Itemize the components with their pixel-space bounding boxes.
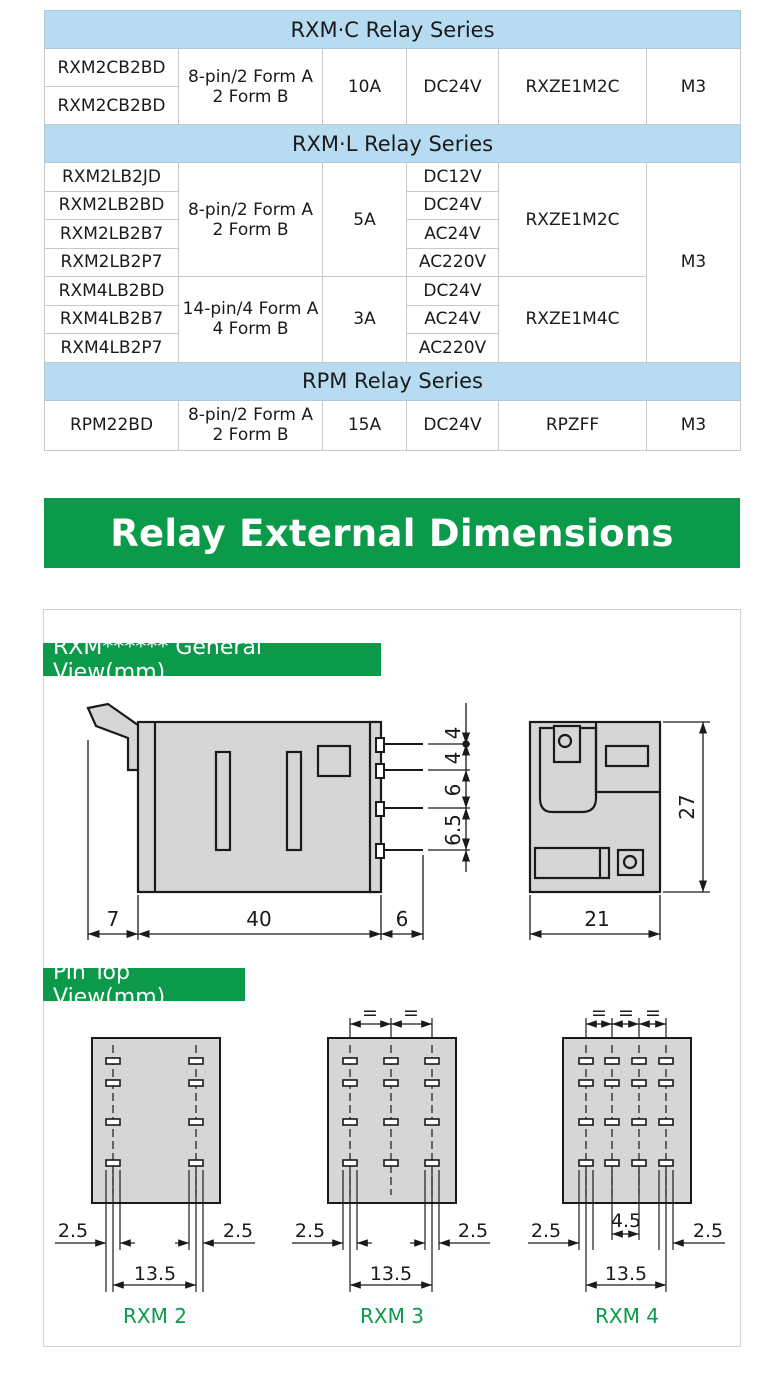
table-row: RPM22BD 8-pin/2 Form A 2 Form B 15A DC24… bbox=[44, 399, 742, 451]
equal-mark: = bbox=[362, 1002, 378, 1024]
relay-spec-table: RXM·C Relay Series RXM2CB2BD 8-pin/2 For… bbox=[43, 10, 742, 451]
table-row: RXM2LB2P7 AC220V bbox=[44, 247, 741, 277]
voltage-cell: DC24V bbox=[406, 276, 499, 306]
relay-front-view bbox=[528, 720, 662, 894]
banner-title: Relay External Dimensions bbox=[110, 511, 674, 555]
relay-side-view bbox=[86, 702, 423, 894]
model-cell: RXM4LB2BD bbox=[44, 276, 179, 306]
pin-config-cell: 8-pin/2 Form A 2 Form B bbox=[178, 162, 323, 277]
pitch-label: 4 bbox=[441, 752, 465, 765]
pitch-label: 6.5 bbox=[441, 814, 465, 846]
left-offset-label: 2.5 bbox=[58, 1220, 88, 1242]
pin-length-label: 6 bbox=[396, 907, 409, 931]
left-offset-label: 2.5 bbox=[531, 1220, 561, 1242]
voltage-cell: AC220V bbox=[406, 333, 499, 363]
voltage-cell: AC24V bbox=[406, 304, 499, 334]
inner-pitch-label: 4.5 bbox=[611, 1210, 641, 1232]
socket-cell: RXZE1M4C bbox=[498, 276, 647, 363]
body-dim-label: 40 bbox=[246, 907, 271, 931]
table-row: RXM2CB2BD 8-pin/2 Form A 2 Form B 10A DC… bbox=[44, 48, 742, 125]
lever-dim-label: 7 bbox=[107, 907, 120, 931]
model-cell: RXM4LB2B7 bbox=[44, 304, 179, 334]
current-cell: 15A bbox=[322, 399, 407, 451]
span-label: 13.5 bbox=[134, 1263, 176, 1285]
model-cell: RXM2CB2BD bbox=[44, 86, 179, 125]
right-offset-label: 2.5 bbox=[458, 1220, 488, 1242]
left-offset-label: 2.5 bbox=[295, 1220, 325, 1242]
pitch-label: 4 bbox=[441, 727, 465, 740]
height-dim-label: 27 bbox=[675, 794, 699, 819]
pin-config-cell: 8-pin/2 Form A 2 Form B bbox=[178, 399, 323, 451]
section-banner: Relay External Dimensions bbox=[44, 498, 740, 568]
right-offset-label: 2.5 bbox=[223, 1220, 253, 1242]
model-cell: RPM22BD bbox=[44, 399, 179, 451]
pin-pitch-dimension bbox=[428, 703, 471, 872]
socket-cell: RPZFF bbox=[498, 399, 647, 451]
pin-view-rxm4: = = = 2.5 4.5 2.5 13.5 RXM 4 bbox=[528, 1002, 725, 1328]
general-view-tag: RXM****** General View(mm) bbox=[43, 635, 381, 685]
voltage-cell: AC220V bbox=[406, 247, 499, 277]
model-cell: RXM2LB2B7 bbox=[44, 219, 179, 249]
screw-cell: M3 bbox=[645, 399, 742, 451]
series-title: RPM Relay Series bbox=[43, 361, 742, 401]
general-view-title: RXM****** General View(mm) bbox=[53, 634, 263, 685]
table-row: RXM4LB2B7 AC24V bbox=[44, 304, 741, 334]
table-row: RXM4LB2P7 AC220V bbox=[44, 333, 741, 363]
equal-mark: = bbox=[403, 1002, 419, 1024]
equal-mark: = bbox=[618, 1002, 634, 1024]
model-cell: RXM2LB2JD bbox=[44, 162, 179, 192]
width-dim-label: 21 bbox=[584, 907, 609, 931]
side-length-dimension bbox=[87, 740, 424, 940]
model-cell: RXM2LB2BD bbox=[44, 190, 179, 220]
pin-view-caption: RXM 2 bbox=[123, 1304, 187, 1328]
table-row: RXM4LB2BD 14-pin/4 Form A 4 Form B 3A DC… bbox=[44, 276, 741, 363]
table-row: RXM2LB2BD DC24V bbox=[44, 190, 741, 220]
table-row: RXM2CB2BD bbox=[44, 86, 741, 125]
pitch-labels: 4 4 6 6.5 bbox=[441, 727, 465, 846]
series-header-rpm: RPM Relay Series bbox=[43, 361, 742, 401]
pin-view-rxm2: 2.5 2.5 13.5 RXM 2 bbox=[55, 1037, 255, 1328]
current-cell: 10A bbox=[322, 48, 407, 125]
series-header-rxm-l: RXM·L Relay Series bbox=[43, 124, 742, 163]
right-offset-label: 2.5 bbox=[693, 1220, 723, 1242]
equal-mark: = bbox=[591, 1002, 607, 1024]
current-cell: 5A bbox=[322, 162, 407, 277]
voltage-cell: DC24V bbox=[406, 190, 499, 220]
pin-view-caption: RXM 4 bbox=[595, 1304, 659, 1328]
span-label: 13.5 bbox=[605, 1263, 647, 1285]
pin-view-rxm3: = = 2.5 2.5 13.5 RXM 3 bbox=[292, 1002, 490, 1328]
pin-view-tag: Pin Top View(mm) bbox=[43, 960, 245, 1010]
screw-cell: M3 bbox=[645, 162, 742, 363]
model-cell: RXM4LB2P7 bbox=[44, 333, 179, 363]
socket-cell: RXZE1M2C bbox=[498, 162, 647, 277]
pin-view-title: Pin Top View(mm) bbox=[53, 959, 166, 1010]
series-title: RXM·C Relay Series bbox=[43, 10, 742, 49]
screw-cell: M3 bbox=[645, 48, 742, 125]
equal-mark: = bbox=[645, 1002, 661, 1024]
pin-config-cell: 14-pin/4 Form A 4 Form B bbox=[178, 276, 323, 363]
front-size-dimension bbox=[529, 721, 710, 940]
voltage-cell: DC24V bbox=[406, 399, 499, 451]
pin-config-cell: 8-pin/2 Form A 2 Form B bbox=[178, 48, 323, 125]
voltage-cell: DC24V bbox=[406, 48, 499, 125]
series-title: RXM·L Relay Series bbox=[43, 124, 742, 163]
table-row: RXM2LB2JD 8-pin/2 Form A 2 Form B 5A DC1… bbox=[44, 162, 742, 363]
current-cell: 3A bbox=[322, 276, 407, 363]
model-cell: RXM2LB2P7 bbox=[44, 247, 179, 277]
model-cell: RXM2CB2BD bbox=[44, 48, 179, 87]
pitch-label: 6 bbox=[441, 784, 465, 797]
series-header-rxm-c: RXM·C Relay Series bbox=[43, 10, 742, 49]
pin-view-caption: RXM 3 bbox=[360, 1304, 424, 1328]
span-label: 13.5 bbox=[370, 1263, 412, 1285]
